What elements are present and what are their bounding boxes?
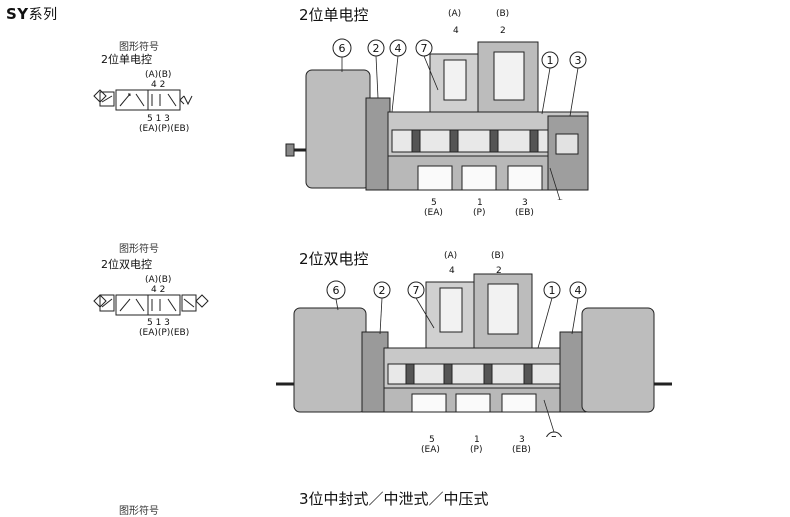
port-label: (EB)	[515, 208, 534, 218]
symbol-top-ports: (A)(B)	[145, 275, 172, 285]
port-label: (A)	[448, 9, 462, 19]
port-number: 3	[522, 198, 528, 208]
port-label: (B)	[491, 251, 505, 261]
port-number: 1	[477, 198, 483, 208]
port-label: (P)	[473, 208, 486, 218]
single-solenoid-valve-cross-section: 6 2 4 7 1 3 5	[285, 38, 589, 200]
section-title: 2位单电控	[299, 6, 369, 24]
port-label: (A)	[444, 251, 458, 261]
symbol-caption: 图形符号	[119, 244, 159, 255]
port-number: 5	[431, 198, 437, 208]
double-solenoid-valve-cross-section: 6 2 7 1 4 5	[276, 273, 672, 437]
callout-3: 3	[575, 54, 582, 67]
series-suffix: 系列	[28, 7, 58, 23]
callout-6: 6	[339, 42, 346, 55]
symbol-name: 2位单电控	[101, 53, 152, 66]
port-number: 4	[449, 266, 455, 276]
port-label: (EB)	[512, 445, 531, 455]
section-title: 2位双电控	[299, 250, 369, 268]
series-code: SY	[6, 5, 29, 23]
callout-5: 5	[551, 434, 558, 437]
symbol-top-nums: 4 2	[151, 285, 166, 295]
callout-4: 4	[575, 284, 582, 297]
callout-1: 1	[547, 54, 554, 67]
symbol-bottom-ports: (EA)(P)(EB)	[139, 328, 190, 338]
port-label: (P)	[470, 445, 483, 455]
port-number: 1	[474, 435, 480, 445]
symbol-top-nums: 4 2	[151, 80, 166, 90]
symbol-caption: 图形符号	[119, 506, 159, 517]
port-number: 2	[496, 266, 502, 276]
section-title: 3位中封式／中泄式／中压式	[299, 490, 489, 508]
symbol-bottom-nums: 5 1 3	[147, 318, 170, 328]
port-label: (EA)	[424, 208, 443, 218]
port-label: (EA)	[421, 445, 440, 455]
solenoid-coil	[305, 69, 371, 189]
symbol-top-ports: (A)(B)	[145, 70, 172, 80]
callout-2: 2	[379, 284, 386, 297]
port-number: 2	[500, 26, 506, 36]
symbol-bottom-ports: (EA)(P)(EB)	[139, 124, 190, 134]
pilot-valve	[365, 97, 391, 191]
callout-7: 7	[421, 42, 428, 55]
symbol-caption: 图形符号	[119, 42, 159, 53]
callout-4: 4	[395, 42, 402, 55]
callout-2: 2	[373, 42, 380, 55]
symbol-name: 2位双电控	[101, 258, 152, 271]
port-number: 5	[429, 435, 435, 445]
port-number: 3	[519, 435, 525, 445]
solenoid-coil	[293, 307, 367, 413]
callout-6: 6	[333, 284, 340, 297]
callout-7: 7	[413, 284, 420, 297]
solenoid-coil-right	[581, 307, 655, 413]
series-title: SY系列	[6, 4, 58, 24]
double-solenoid-symbol	[93, 294, 209, 316]
port-label: (B)	[496, 9, 510, 19]
symbol-bottom-nums: 5 1 3	[147, 114, 170, 124]
callout-1: 1	[549, 284, 556, 297]
port-number: 4	[453, 26, 459, 36]
single-solenoid-symbol	[93, 89, 193, 111]
